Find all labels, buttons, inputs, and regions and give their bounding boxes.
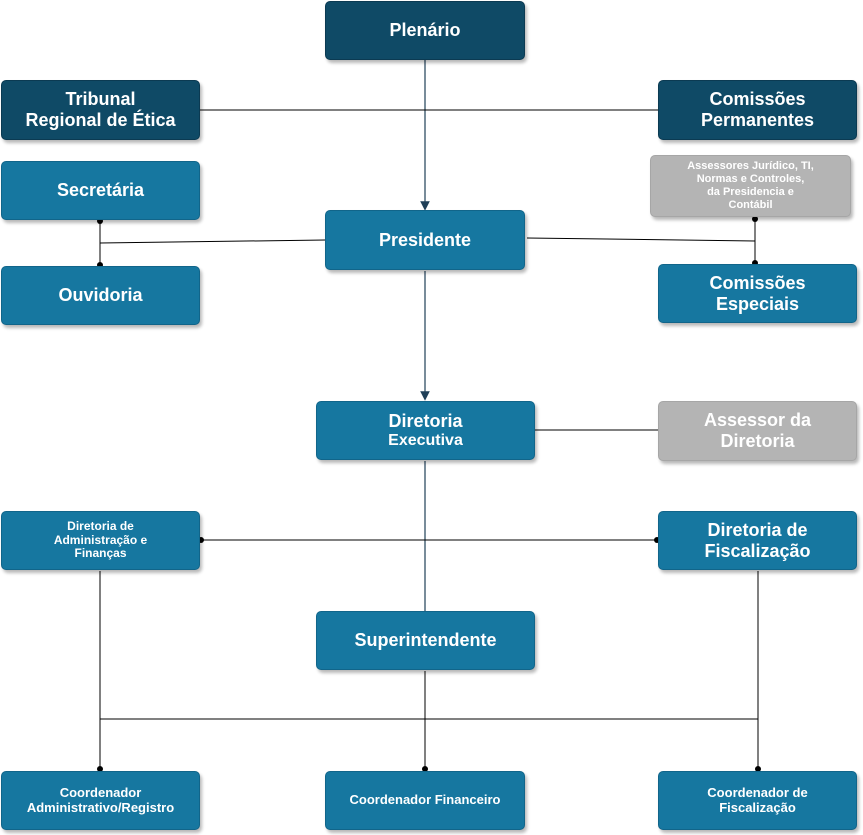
node-comissoes-permanentes-line1: Comissões bbox=[709, 89, 806, 110]
node-comissoes-permanentes[interactable]: Comissões Permanentes bbox=[658, 80, 857, 140]
node-assessores-line1: Assessores Jurídico, TI, bbox=[687, 159, 814, 172]
dot-coord-fiscalizacao bbox=[755, 766, 761, 772]
node-coordenador-financeiro[interactable]: Coordenador Financeiro bbox=[325, 771, 525, 830]
node-superintendente-label: Superintendente bbox=[354, 630, 497, 651]
node-diretoria-fiscalizacao-line2: Fiscalização bbox=[704, 540, 811, 561]
dot-coord-financeiro bbox=[422, 766, 428, 772]
line-presidente-left bbox=[99, 239, 326, 244]
node-comissoes-permanentes-line2: Permanentes bbox=[700, 110, 815, 130]
node-superintendente[interactable]: Superintendente bbox=[316, 611, 535, 670]
line-presidente-right bbox=[526, 237, 756, 242]
node-diretoria-administracao-line2: Administração e bbox=[53, 532, 148, 547]
node-plenario-label: Plenário bbox=[389, 20, 461, 41]
node-assessores-line2: Normas e Controles, bbox=[696, 172, 805, 185]
node-assessores-line4: Contábil bbox=[728, 199, 773, 212]
node-secretaria[interactable]: Secretária bbox=[1, 161, 200, 220]
node-assessores[interactable]: Assessores Jurídico, TI, Normas e Contro… bbox=[650, 155, 851, 217]
node-presidente-label: Presidente bbox=[378, 229, 472, 250]
node-assessor-diretoria-line1: Assessor da bbox=[703, 410, 812, 431]
node-ouvidoria[interactable]: Ouvidoria bbox=[1, 266, 200, 325]
node-assessores-line3: da Presidencia e bbox=[707, 186, 794, 198]
node-plenario[interactable]: Plenário bbox=[325, 1, 525, 60]
node-comissoes-especiais-line2: Especiais bbox=[715, 293, 800, 314]
node-diretoria-executiva[interactable]: Diretoria Executiva bbox=[316, 401, 535, 460]
node-presidente[interactable]: Presidente bbox=[325, 210, 525, 270]
node-tribunal[interactable]: Tribunal Regional de Ética bbox=[1, 80, 200, 140]
node-tribunal-line1: Tribunal bbox=[65, 89, 136, 110]
node-coordenador-financeiro-label: Coordenador Financeiro bbox=[349, 792, 501, 808]
node-secretaria-label: Secretária bbox=[56, 180, 145, 201]
node-assessor-diretoria-line2: Diretoria bbox=[720, 431, 795, 451]
node-diretoria-administracao[interactable]: Diretoria de Administração e Finanças bbox=[1, 511, 200, 570]
node-comissoes-especiais-line1: Comissões bbox=[709, 272, 806, 293]
node-coordenador-administrativo[interactable]: Coordenador Administrativo/Registro bbox=[1, 771, 200, 830]
node-assessor-diretoria[interactable]: Assessor da Diretoria bbox=[658, 401, 857, 461]
node-coordenador-fiscalizacao[interactable]: Coordenador de Fiscalização bbox=[658, 771, 857, 830]
node-coordenador-administrativo-line1: Coordenador bbox=[59, 784, 142, 800]
node-diretoria-fiscalizacao[interactable]: Diretoria de Fiscalização bbox=[658, 511, 857, 570]
node-diretoria-fiscalizacao-line1: Diretoria de bbox=[707, 519, 808, 540]
dot-coord-admin bbox=[97, 766, 103, 772]
node-coordenador-administrativo-line2: Administrativo/Registro bbox=[26, 799, 175, 815]
node-tribunal-line2: Regional de Ética bbox=[25, 110, 176, 130]
node-comissoes-especiais[interactable]: Comissões Especiais bbox=[658, 264, 857, 323]
node-ouvidoria-label: Ouvidoria bbox=[58, 285, 143, 306]
node-coordenador-fiscalizacao-line2: Fiscalização bbox=[719, 799, 796, 815]
dot-assessores bbox=[752, 216, 758, 222]
node-diretoria-administracao-line1: Diretoria de bbox=[67, 518, 134, 533]
node-coordenador-fiscalizacao-line1: Coordenador de bbox=[707, 784, 808, 800]
node-diretoria-executiva-line2: Executiva bbox=[388, 431, 463, 449]
node-diretoria-administracao-line3: Finanças bbox=[74, 546, 127, 561]
node-diretoria-executiva-line1: Diretoria bbox=[388, 410, 463, 431]
